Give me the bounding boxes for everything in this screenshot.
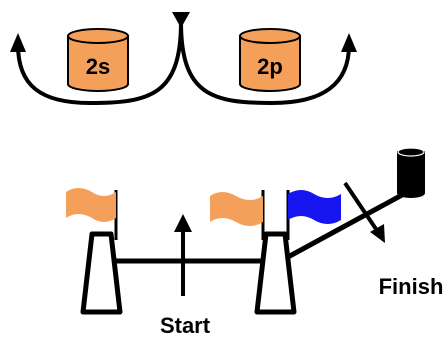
- left-arrowhead: [10, 33, 26, 52]
- container-2p: 2p: [239, 28, 301, 92]
- left-tower: [80, 231, 123, 315]
- black-canister-body: [397, 151, 425, 198]
- container-2s-body: [67, 36, 129, 92]
- blue-flag: [286, 190, 341, 240]
- container-2p-label: 2p: [257, 54, 283, 79]
- top-input-arrowhead: [172, 12, 190, 28]
- left-curved-arrow: [16, 21, 183, 106]
- left-flag-cloth: [66, 188, 116, 222]
- diagonal-line: [286, 192, 404, 260]
- left-flag: [66, 188, 118, 240]
- container-2p-body: [239, 36, 301, 92]
- start-arrowhead: [174, 214, 192, 232]
- right-arrowhead: [341, 33, 357, 52]
- container-2p-top: [239, 28, 301, 44]
- black-canister-top: [397, 147, 425, 157]
- container-2s: 2s: [67, 28, 129, 92]
- middle-flag-cloth: [210, 192, 263, 226]
- start-label: Start: [160, 313, 211, 338]
- finish-arrow-shaft: [343, 181, 380, 234]
- right-curved-arrow: [179, 21, 351, 106]
- right-tower: [254, 231, 297, 315]
- middle-flag: [210, 190, 265, 240]
- container-2s-top: [67, 28, 129, 44]
- blue-flag-cloth: [288, 190, 341, 224]
- finish-arrowhead: [370, 224, 385, 243]
- container-2s-label: 2s: [86, 54, 110, 79]
- finish-label: Finish: [379, 274, 444, 299]
- black-canister: [397, 147, 425, 198]
